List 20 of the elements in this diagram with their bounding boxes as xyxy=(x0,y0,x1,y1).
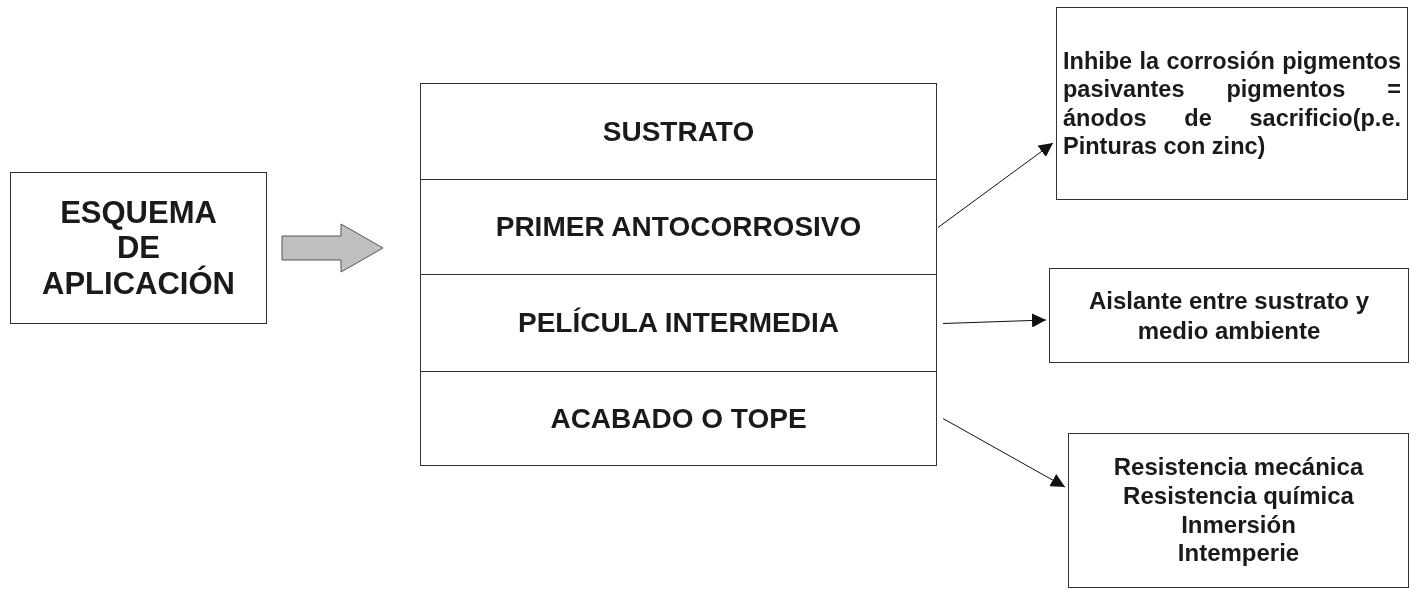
process-box xyxy=(10,172,267,324)
note-text: Inhibe la corrosión pigmentos pasivantes pigmentos = ánodos de sacrificio(p.e. Pinturas con zinc) xyxy=(1062,47,1402,160)
layer-label: ACABADO O TOPE xyxy=(549,401,808,436)
layer-label: PRIMER ANTOCORROSIVO xyxy=(494,210,863,244)
layer-label: PELÍCULA INTERMEDIA xyxy=(517,306,840,340)
arrow xyxy=(942,313,1047,328)
note-box xyxy=(1056,7,1408,200)
layer-stack xyxy=(420,83,937,466)
layer-label: SUSTRATO xyxy=(601,114,756,149)
arrow xyxy=(937,142,1054,228)
note-text: Resistencia química xyxy=(1122,481,1355,511)
note-text: Resistencia mecánica xyxy=(1112,452,1365,482)
note-text: Intemperie xyxy=(1176,539,1301,569)
arrow xyxy=(942,418,1066,488)
layer-label: ESQUEMA DE APLICACIÓN xyxy=(41,194,236,302)
note-text: Inmersión xyxy=(1180,510,1297,540)
note-box xyxy=(1068,433,1409,588)
block-arrow xyxy=(281,223,384,273)
note-text: Aislante entre sustrato y medio ambiente xyxy=(1087,285,1371,346)
note-box xyxy=(1049,268,1409,363)
